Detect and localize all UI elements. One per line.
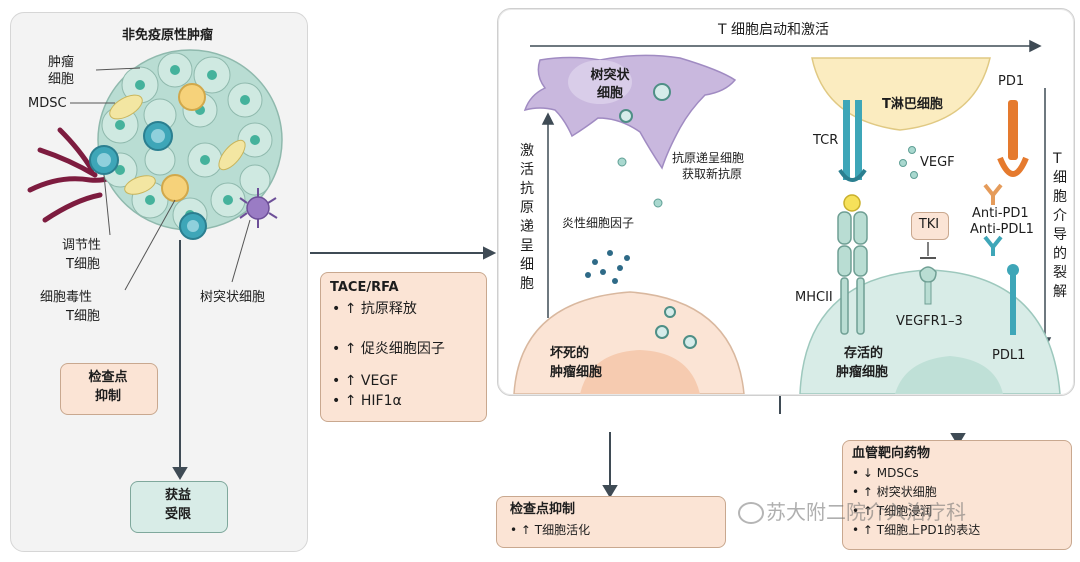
checkpoint-label-2: 抑制 [94, 389, 121, 404]
checkpoint-label-1: 检查点 [88, 370, 128, 385]
dendritic-label-2: 细胞 [596, 86, 623, 101]
vascular-item-4: • ↑ T细胞上PD1的表达 [852, 523, 981, 537]
dendritic-label-1: 树突状 [590, 68, 630, 83]
tki-box [911, 212, 949, 240]
living-tumor-cell [799, 269, 1061, 395]
tace-item-4: • ↑ HIF1α [332, 393, 402, 409]
mhcii-label: MHCII [795, 290, 833, 305]
dendritic-cell [523, 54, 737, 170]
apc-label-2: 获取新抗原 [682, 167, 743, 181]
living-label-1: 存活的 [844, 346, 884, 361]
tace-item-2: • ↑ 促炎细胞因子 [332, 341, 445, 357]
tace-box [320, 272, 487, 422]
label-dendritic: 树突状细胞 [200, 290, 266, 305]
leader-lines [70, 67, 251, 291]
checkpoint-inhibition-box [496, 496, 726, 548]
anti-pd1-antibody [983, 183, 1003, 205]
label-ctl-1: 细胞毒性 [40, 290, 93, 305]
cytokine-dots [585, 250, 630, 284]
vascular-item-2: • ↑ 树突状细胞 [852, 485, 937, 499]
right-panel [497, 8, 1075, 396]
tumor-dendritic-cell [239, 188, 278, 228]
top-arrow-label: T 细胞启动和激活 [718, 22, 830, 38]
label-tumor-1: 肿瘤 [48, 55, 75, 70]
vascular-drug-box [842, 440, 1072, 550]
anti-pdl1-antibody [983, 235, 1003, 256]
necrotic-label-1: 坏死的 [550, 346, 590, 361]
vegf-label: VEGF [920, 155, 955, 170]
tace-item-3: • ↑ VEGF [332, 373, 399, 389]
tumor-mass [89, 49, 283, 240]
label-tumor-2: 细胞 [48, 72, 75, 87]
checkpoint-inhibition-title: 检查点抑制 [510, 502, 576, 517]
tcr-mhcii-complex [837, 100, 868, 335]
vascular-drug-title: 血管靶向药物 [852, 446, 931, 461]
left-flow-arrow [172, 240, 188, 480]
wechat-icon [738, 502, 764, 524]
label-treg-1: 调节性 [62, 238, 102, 253]
vegfr-label: VEGFR1–3 [896, 314, 963, 329]
t-cell-lysis-vertical: T细胞介导的裂解 [1053, 151, 1067, 300]
antigens [617, 146, 918, 208]
inflammatory-label: 炎性细胞因子 [562, 216, 635, 230]
activate-apc-vertical: 激活抗原递呈细胞 [520, 143, 534, 292]
treg-cell [89, 121, 207, 240]
left-vertical-arrow [541, 112, 555, 318]
pdl1-ligand [1007, 264, 1019, 335]
vascular-item-1: • ↓ MDSCs [852, 466, 919, 480]
vascular-item-3: • ↑ T细胞浸润 [852, 504, 933, 518]
tki-label: TKI [918, 217, 940, 232]
bridge-arrow [310, 246, 497, 260]
benefit-box [130, 481, 228, 533]
checkpoint-box [60, 363, 158, 415]
living-label-2: 肿瘤细胞 [836, 365, 889, 380]
label-ctl-2: T细胞 [66, 309, 100, 324]
cytotoxic-t-cell [161, 83, 206, 202]
tace-title: TACE/RFA [330, 280, 399, 295]
pd1-label: PD1 [998, 74, 1025, 89]
necrotic-label-2: 肿瘤细胞 [550, 365, 603, 380]
label-treg-2: T细胞 [66, 257, 100, 272]
apc-label-1: 抗原递呈细胞 [672, 151, 745, 165]
tumor-title: 非免疫原性肿瘤 [122, 28, 214, 43]
top-arrow [530, 39, 1042, 53]
anti-pd1-label: Anti-PD1 [972, 206, 1029, 221]
benefit-label-2: 受限 [164, 507, 191, 522]
pdl1-label: PDL1 [992, 348, 1026, 363]
tace-item-1: • ↑ 抗原释放 [332, 301, 417, 317]
pd1-receptor [997, 100, 1029, 177]
bottom-connectors [602, 394, 966, 498]
necrotic-tumor-cell [513, 291, 745, 395]
checkpoint-inhibition-item: • ↑ T细胞活化 [510, 523, 591, 537]
benefit-label-1: 获益 [164, 488, 191, 503]
watermark: 苏大附二院介入治疗科 [766, 500, 966, 524]
t-lymphocyte-label: T淋巴细胞 [882, 97, 943, 112]
tcr-label: TCR [813, 133, 839, 148]
anti-pdl1-label: Anti-PDL1 [970, 222, 1034, 237]
vegfr-receptor [919, 242, 937, 305]
label-mdsc: MDSC [28, 96, 67, 111]
